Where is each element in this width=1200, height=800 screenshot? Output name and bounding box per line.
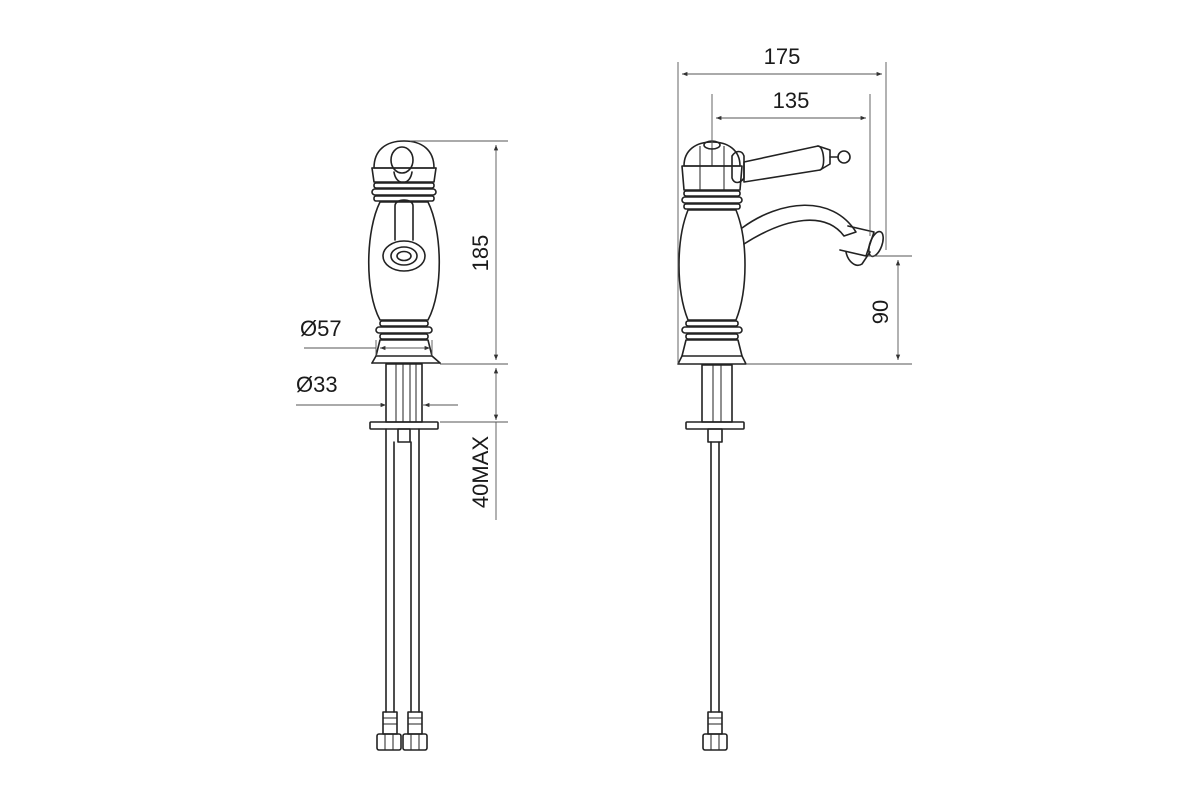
height-185-label: 185 — [468, 235, 493, 272]
side-spout — [741, 204, 884, 267]
front-shank — [369, 363, 439, 443]
front-upper-collar — [371, 182, 437, 202]
side-lever-handle — [731, 145, 851, 184]
width-175-label: 175 — [764, 44, 801, 69]
diameter-57-label: Ø57 — [300, 316, 342, 341]
diameter-33-label: Ø33 — [296, 372, 338, 397]
front-view: 185 40MAX Ø57 Ø33 — [296, 140, 508, 751]
height-90-label: 90 — [868, 300, 893, 324]
side-height-90-dimension: 90 — [746, 255, 912, 365]
thickness-40max-label: 40MAX — [468, 436, 493, 508]
side-cap — [681, 140, 743, 191]
front-max-thickness-dimension: 40MAX — [440, 368, 508, 520]
front-spout — [382, 199, 426, 272]
front-handle-cap — [371, 140, 437, 184]
front-hoses — [376, 428, 428, 751]
front-lower-collar — [371, 320, 441, 364]
side-hose — [702, 441, 728, 751]
front-height-dimension: 185 — [410, 140, 508, 365]
front-diameter-33-dimension: Ø33 — [296, 372, 458, 408]
side-body — [678, 209, 746, 321]
side-shank — [685, 364, 745, 443]
front-body — [367, 201, 441, 321]
side-view: 175 135 90 — [677, 44, 912, 751]
side-reach-135-dimension: 135 — [711, 88, 871, 236]
side-lower-collar — [677, 320, 747, 365]
front-diameter-57-dimension: Ø57 — [300, 316, 433, 356]
reach-135-label: 135 — [773, 88, 810, 113]
side-upper-collar — [681, 190, 743, 210]
side-width-175-dimension: 175 — [677, 44, 887, 364]
